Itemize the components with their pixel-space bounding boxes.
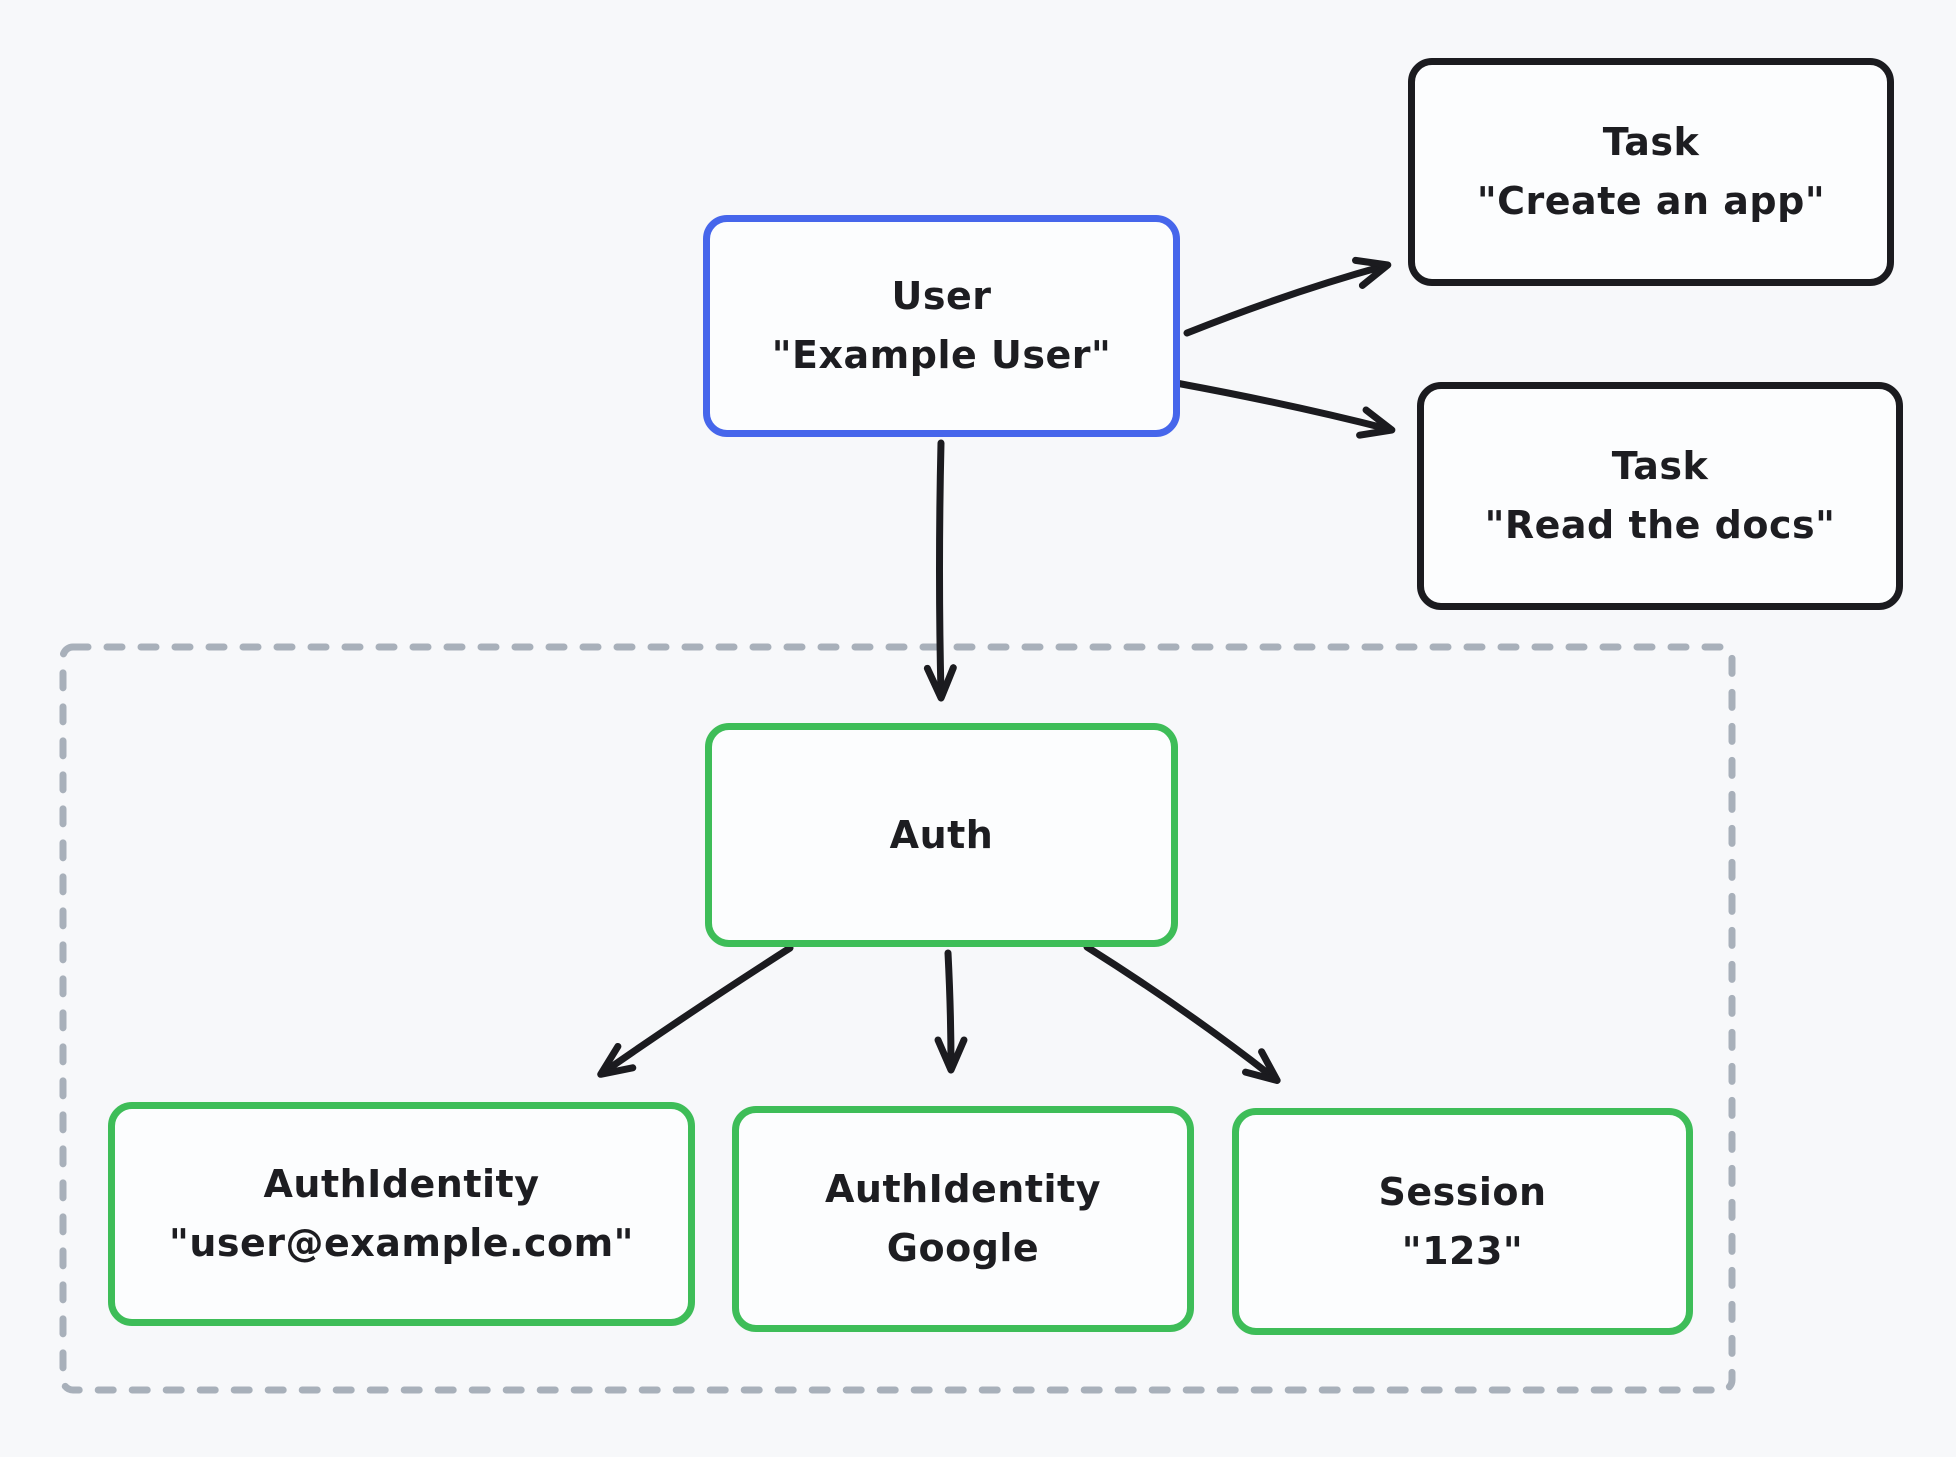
node-task-read-value: "Read the docs" — [1484, 503, 1836, 547]
node-session-type: Session — [1378, 1169, 1547, 1214]
node-auth-identity-email-type: AuthIdentity — [263, 1162, 540, 1206]
node-auth-identity-google-value: Google — [886, 1226, 1040, 1270]
node-session-value: "123" — [1401, 1228, 1524, 1273]
node-user-value: "Example User" — [771, 333, 1112, 377]
node-session: Session "123" — [1232, 1108, 1693, 1335]
arrow-auth-to-idp-email — [597, 944, 794, 1078]
arrow-user-to-auth — [923, 439, 957, 702]
node-auth-type: Auth — [889, 812, 994, 857]
node-task-create: Task "Create an app" — [1408, 58, 1894, 286]
node-auth-identity-google-type: AuthIdentity — [825, 1167, 1101, 1211]
arrow-auth-to-idp-google — [934, 949, 968, 1074]
node-task-create-value: "Create an app" — [1476, 179, 1826, 223]
node-task-read-type: Task — [1611, 444, 1709, 488]
node-auth-identity-email-value: "user@example.com" — [169, 1221, 634, 1265]
arrow-user-to-task-create — [1183, 256, 1392, 337]
node-user: User "Example User" — [703, 215, 1180, 437]
node-user-type: User — [891, 274, 992, 318]
arrow-auth-to-session — [1083, 943, 1281, 1084]
node-task-create-type: Task — [1602, 120, 1700, 164]
arrow-user-to-task-read — [1172, 379, 1396, 439]
node-auth: Auth — [705, 723, 1178, 947]
node-auth-identity-google: AuthIdentity Google — [732, 1106, 1194, 1332]
node-auth-identity-email: AuthIdentity "user@example.com" — [108, 1102, 695, 1326]
node-task-read: Task "Read the docs" — [1417, 382, 1903, 610]
